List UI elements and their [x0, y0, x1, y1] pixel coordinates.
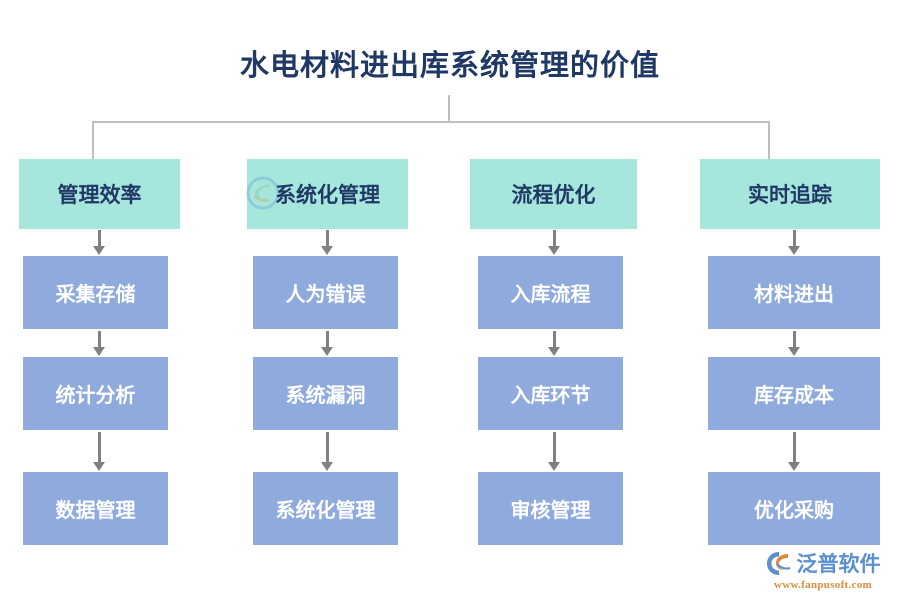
connector-drop-right — [768, 121, 770, 160]
column-header-1-label: 管理效率 — [57, 183, 142, 207]
column-1-step-2[interactable]: 统计分析 — [23, 357, 168, 430]
column-4-step-3[interactable]: 优化采购 — [708, 472, 880, 545]
arrow-c1-step1-to-step2 — [93, 331, 105, 356]
column-header-1[interactable]: 管理效率 — [19, 159, 180, 229]
brand-logo-row: 泛普软件 — [766, 548, 881, 578]
connector-horizontal-bar — [92, 121, 770, 123]
column-3-step-2-label: 入库环节 — [510, 385, 591, 407]
column-1-step-1[interactable]: 采集存储 — [23, 256, 168, 329]
column-header-4-label: 实时追踪 — [748, 183, 832, 207]
column-3-step-3[interactable]: 审核管理 — [478, 472, 623, 545]
arrow-c4-step1-to-step2 — [788, 331, 800, 356]
column-3-step-3-label: 审核管理 — [510, 500, 591, 522]
column-4-step-2-label: 库存成本 — [754, 385, 834, 407]
arrow-c1-step2-to-step3 — [93, 432, 105, 472]
column-2-step-2[interactable]: 系统漏洞 — [253, 357, 398, 430]
column-3-step-1[interactable]: 入库流程 — [478, 256, 623, 329]
column-4-step-3-label: 优化采购 — [754, 500, 834, 522]
column-header-2-label: 系统化管理 — [275, 183, 380, 207]
brand-name: 泛普软件 — [796, 552, 881, 576]
column-4-step-1-label: 材料进出 — [754, 284, 834, 306]
brand-url: www.fanpusoft.com — [774, 579, 872, 591]
column-2-step-1[interactable]: 人为错误 — [253, 256, 398, 329]
column-2-step-1-label: 人为错误 — [285, 284, 366, 306]
fanpu-logo-icon — [766, 551, 793, 576]
column-2-step-3-label: 系统化管理 — [275, 500, 376, 522]
brand-logo[interactable]: 泛普软件 www.fanpusoft.com — [756, 548, 890, 592]
arrow-c4-header-to-step1 — [788, 230, 800, 255]
column-4-step-2[interactable]: 库存成本 — [708, 357, 880, 430]
column-1-step-3-label: 数据管理 — [55, 500, 136, 522]
column-header-4[interactable]: 实时追踪 — [700, 159, 880, 229]
column-header-3-label: 流程优化 — [511, 183, 596, 207]
arrow-c3-step2-to-step3 — [548, 432, 560, 472]
column-3-step-1-label: 入库流程 — [510, 284, 591, 306]
arrow-c1-header-to-step1 — [93, 230, 105, 255]
connector-drop-left — [92, 121, 94, 160]
arrow-c2-step1-to-step2 — [321, 331, 333, 356]
connector-stem — [448, 95, 450, 122]
column-header-2[interactable]: 系统化管理 — [247, 159, 408, 229]
column-1-step-3[interactable]: 数据管理 — [23, 472, 168, 545]
column-header-3[interactable]: 流程优化 — [470, 159, 637, 229]
column-1-step-2-label: 统计分析 — [55, 385, 136, 407]
column-1-step-1-label: 采集存储 — [55, 284, 136, 306]
arrow-c3-header-to-step1 — [548, 230, 560, 255]
arrow-c3-step1-to-step2 — [548, 331, 560, 356]
column-3-step-2[interactable]: 入库环节 — [478, 357, 623, 430]
arrow-c2-header-to-step1 — [321, 230, 333, 255]
column-4-step-1[interactable]: 材料进出 — [708, 256, 880, 329]
column-2-step-3[interactable]: 系统化管理 — [253, 472, 398, 545]
page-title: 水电材料进出库系统管理的价值 — [239, 50, 660, 82]
arrow-c4-step2-to-step3 — [788, 432, 800, 472]
column-2-step-2-label: 系统漏洞 — [285, 385, 366, 407]
arrow-c2-step2-to-step3 — [321, 432, 333, 472]
